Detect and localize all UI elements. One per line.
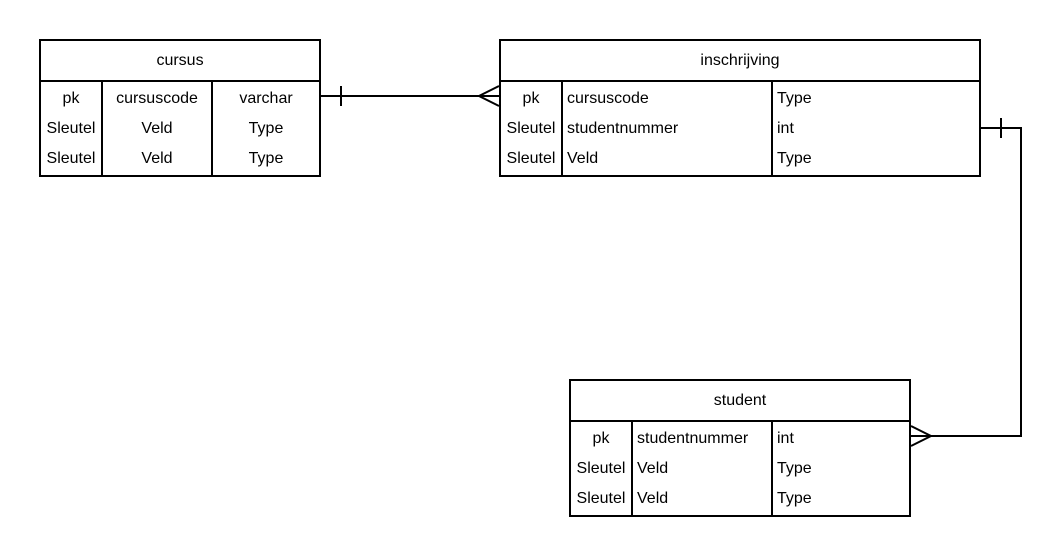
entity-cursus[interactable]: cursus pk Sleutel Sleutel cursuscode Vel…	[39, 39, 321, 177]
field-cell: Veld	[637, 460, 669, 477]
field-cell: Veld	[141, 150, 173, 167]
type-cell: varchar	[239, 90, 293, 107]
key-cell: pk	[62, 90, 80, 107]
type-column: int Type Type	[771, 422, 909, 517]
key-cell: pk	[592, 430, 610, 447]
entity-fields: pk Sleutel Sleutel cursuscode studentnum…	[501, 82, 979, 177]
field-cell: Veld	[141, 120, 173, 137]
field-column: cursuscode studentnummer Veld	[561, 82, 771, 177]
type-cell: Type	[777, 150, 812, 167]
relationship-cursus-inschrijving[interactable]	[321, 85, 500, 107]
type-cell: Type	[248, 150, 284, 167]
type-cell: Type	[777, 490, 812, 507]
key-cell: Sleutel	[576, 490, 626, 507]
type-column: varchar Type Type	[211, 82, 319, 177]
key-cell: pk	[522, 90, 540, 107]
relationship-inschrijving-student[interactable]	[910, 118, 1022, 447]
key-column: pk Sleutel Sleutel	[41, 82, 101, 177]
entity-fields: pk Sleutel Sleutel studentnummer Veld Ve…	[571, 422, 909, 517]
key-column: pk Sleutel Sleutel	[501, 82, 561, 177]
field-cell: studentnummer	[567, 120, 679, 137]
key-cell: Sleutel	[576, 460, 626, 477]
type-cell: Type	[248, 120, 284, 137]
key-column: pk Sleutel Sleutel	[571, 422, 631, 517]
type-column: Type int Type	[771, 82, 979, 177]
field-column: cursuscode Veld Veld	[101, 82, 211, 177]
field-cell: cursuscode	[567, 90, 649, 107]
key-cell: Sleutel	[506, 150, 556, 167]
entity-fields: pk Sleutel Sleutel cursuscode Veld Veld …	[41, 82, 319, 177]
entity-title: cursus	[41, 41, 319, 82]
key-cell: Sleutel	[46, 150, 96, 167]
field-cell: cursuscode	[116, 90, 198, 107]
type-cell: Type	[777, 90, 812, 107]
key-cell: Sleutel	[506, 120, 556, 137]
entity-title: student	[571, 381, 909, 422]
field-column: studentnummer Veld Veld	[631, 422, 771, 517]
entity-inschrijving[interactable]: inschrijving pk Sleutel Sleutel cursusco…	[499, 39, 981, 177]
many-marker	[476, 85, 500, 107]
entity-title: inschrijving	[501, 41, 979, 82]
many-marker	[910, 425, 934, 447]
field-cell: Veld	[637, 490, 669, 507]
field-cell: Veld	[567, 150, 599, 167]
key-cell: Sleutel	[46, 120, 96, 137]
field-cell: studentnummer	[637, 430, 749, 447]
entity-student[interactable]: student pk Sleutel Sleutel studentnummer…	[569, 379, 911, 517]
type-cell: int	[777, 430, 794, 447]
type-cell: int	[777, 120, 794, 137]
type-cell: Type	[777, 460, 812, 477]
